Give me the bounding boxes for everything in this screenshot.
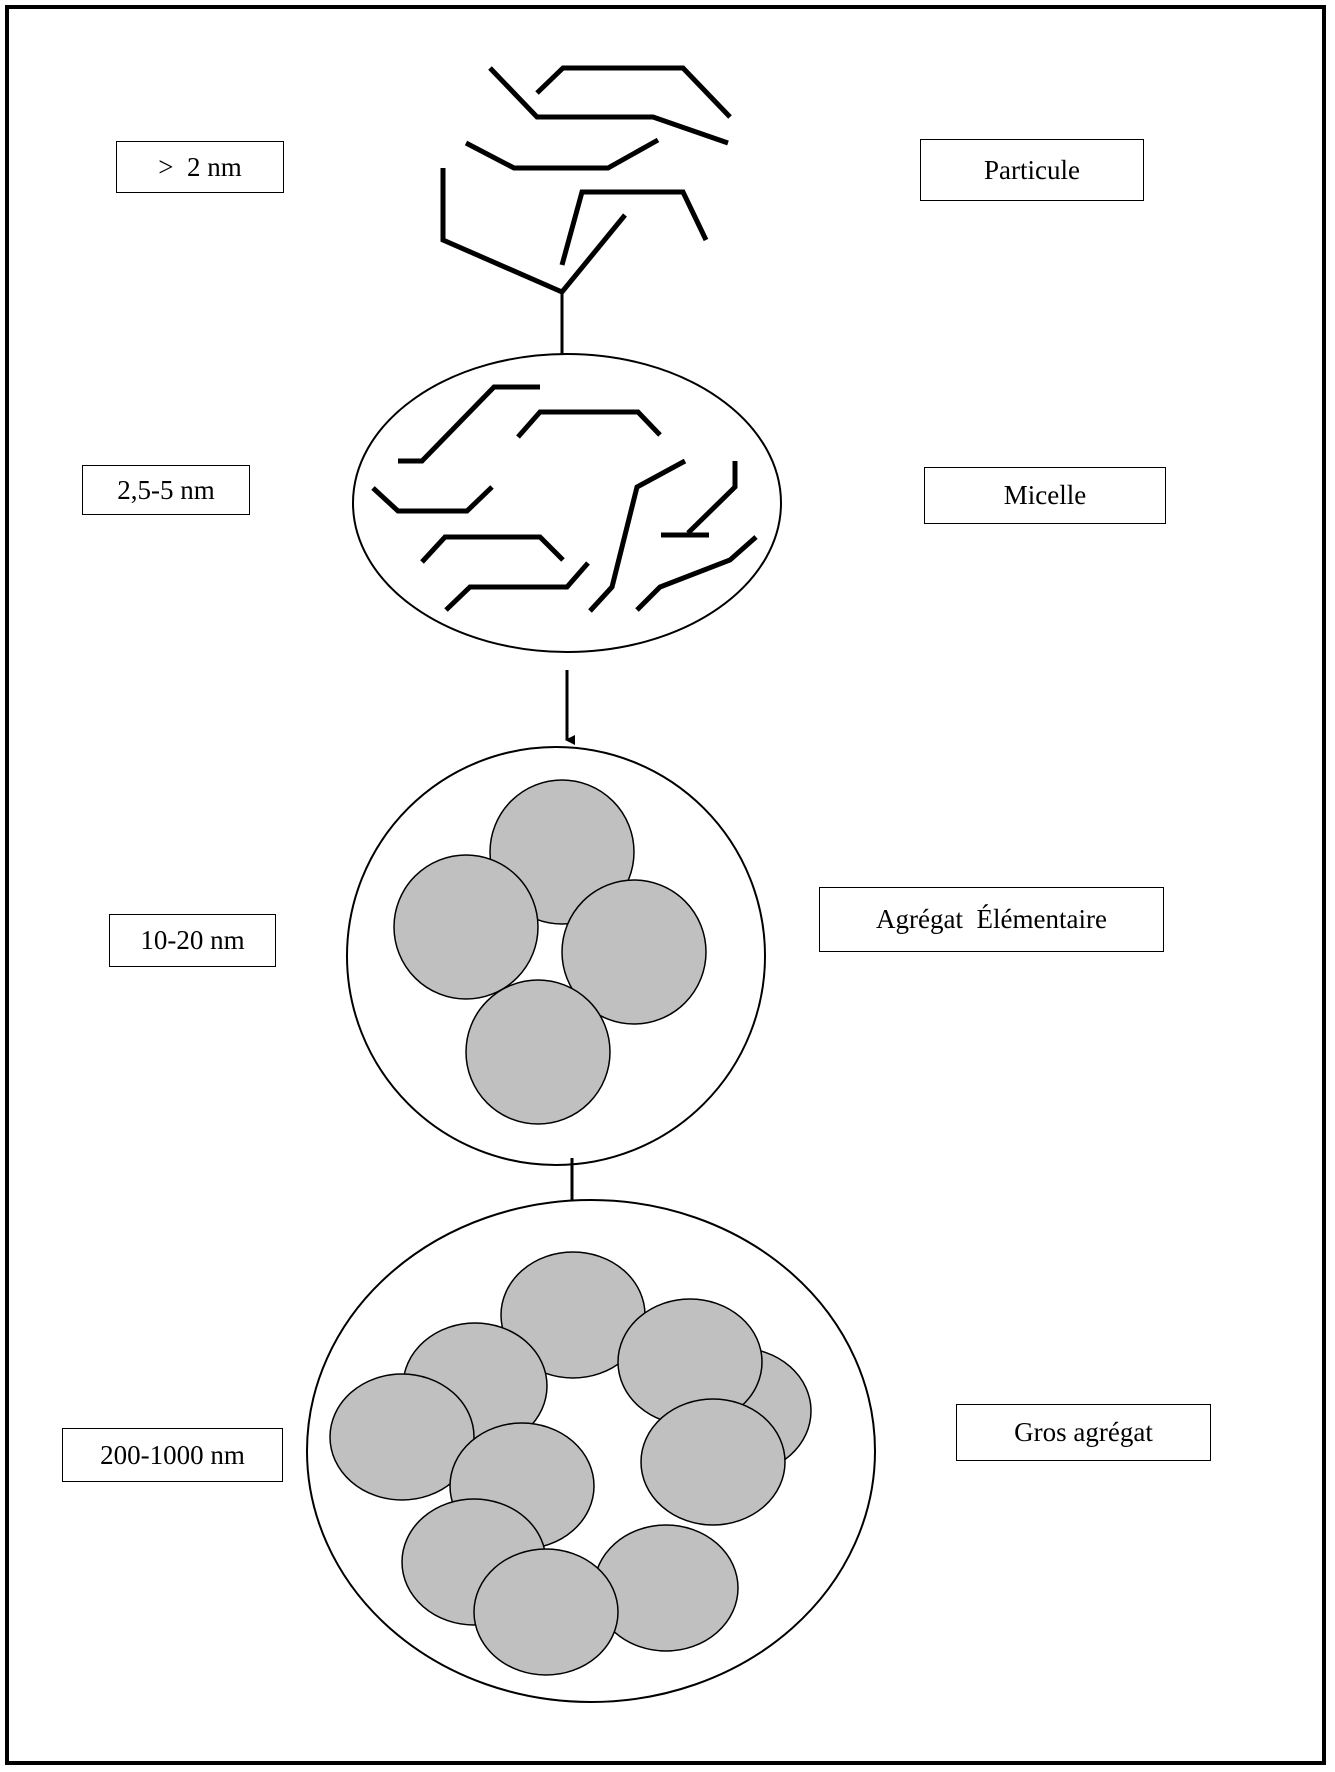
size-label-micelle: 2,5-5 nm [82,465,250,515]
size-label-elementary-aggregate: 10-20 nm [109,914,276,967]
elementary-aggregate-outline [346,746,766,1166]
stage-name-elementary-aggregate: Agrégat Élémentaire [819,887,1164,952]
size-label-particle: > 2 nm [116,141,284,193]
micelle-chains [371,384,758,613]
particle-chains [440,65,732,296]
micelle-outline [352,353,782,653]
elementary-aggregate-particles [393,779,707,1125]
stage-name-particle: Particule [920,139,1144,201]
size-label-large-aggregate: 200-1000 nm [62,1428,283,1482]
large-aggregate-particles [329,1251,812,1676]
diagram-frame [5,5,1326,1765]
stage-name-micelle: Micelle [924,467,1166,524]
stage-name-large-aggregate: Gros agrégat [956,1404,1211,1461]
